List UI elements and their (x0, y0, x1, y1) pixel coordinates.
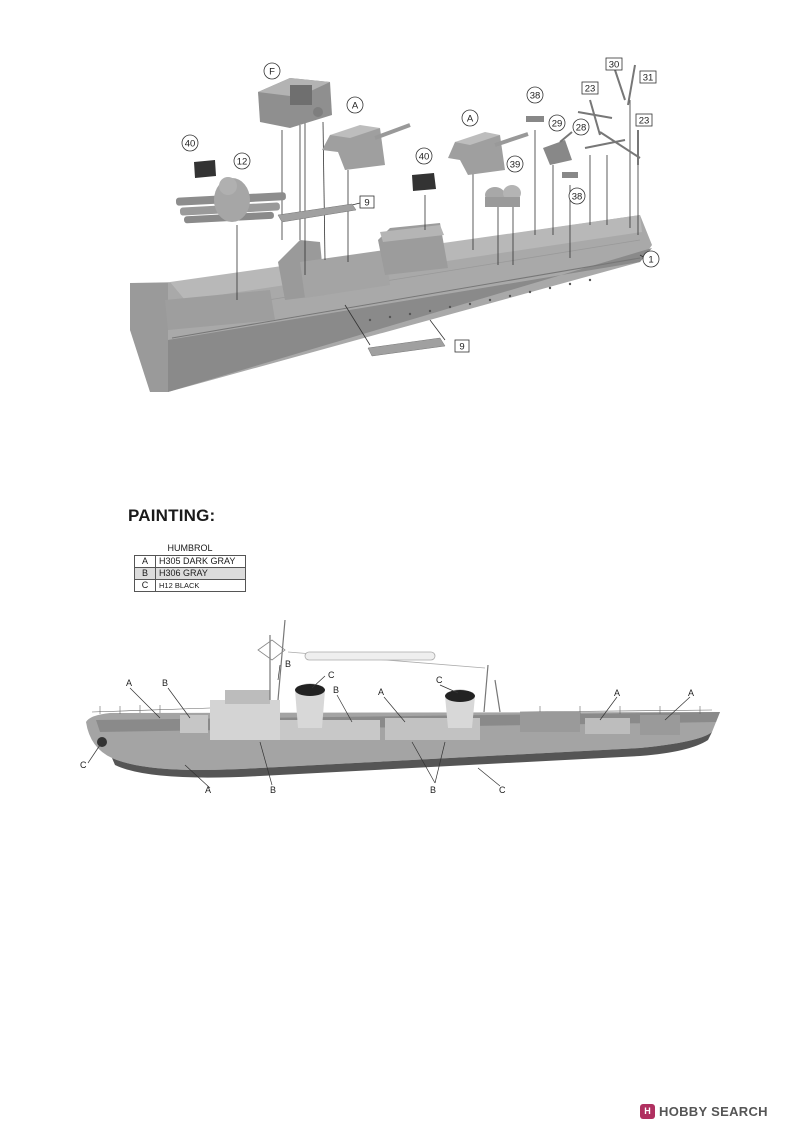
part-40-box (194, 160, 436, 191)
part-A-turret-fwd (322, 123, 411, 170)
callout-c-anchor: C (80, 760, 87, 770)
paint-name: H12 BLACK (155, 579, 246, 592)
assembly-callouts: F A A 40 40 12 9 9 38 38 39 29 28 23 23 … (181, 57, 660, 353)
callout-1: 1 (648, 255, 653, 266)
paint-code: A (134, 555, 156, 568)
portholes (368, 278, 592, 322)
callout-30: 30 (609, 60, 620, 71)
callout-a-aft-1: A (614, 688, 620, 698)
part-29-mount (543, 131, 573, 165)
callout-a-hull: A (205, 785, 211, 795)
paint-name: H306 GRAY (155, 567, 246, 580)
paint-brand: HUMBROL (167, 543, 213, 553)
watermark-text: HOBBY SEARCH (659, 1103, 768, 1119)
callout-c-funnel-aft: C (436, 675, 443, 685)
painted-hull (86, 712, 720, 778)
part-39-fittings (485, 185, 521, 207)
callout-F: F (269, 67, 275, 78)
painted-funnels (295, 683, 475, 728)
callout-38-lower: 38 (572, 192, 583, 203)
painted-masts (257, 619, 501, 713)
callout-b-bridge: B (270, 785, 276, 795)
superstructure (278, 223, 448, 300)
callout-12: 12 (237, 157, 248, 168)
callout-b-mast: B (285, 659, 291, 669)
callout-A-aft: A (467, 114, 474, 125)
callout-c-funnel-fwd: C (328, 670, 335, 680)
hobby-search-watermark: H HOBBY SEARCH (640, 1101, 768, 1121)
callout-40-fwd: 40 (185, 139, 196, 150)
callout-b-lower: B (430, 785, 436, 795)
callout-9-upper: 9 (364, 198, 369, 209)
callout-A-fwd: A (352, 101, 359, 112)
assembly-diagram: F A A 40 40 12 9 9 38 38 39 29 28 23 23 … (130, 57, 660, 392)
part-F-bridge (258, 78, 332, 128)
callout-b-mid: B (333, 685, 339, 695)
part-9-grating (277, 203, 446, 357)
callout-a-mid: A (378, 687, 384, 697)
paint-code: B (134, 567, 156, 580)
paint-row-A: A H305 DARK GRAY (134, 555, 246, 568)
painted-superstructure (180, 690, 680, 740)
callout-23-lower: 23 (639, 116, 650, 127)
hobby-search-logo-icon: H (640, 1103, 655, 1119)
callout-39: 39 (510, 160, 521, 171)
callout-23-upper: 23 (585, 84, 596, 95)
leader-lines (236, 100, 646, 346)
paint-color-table: HUMBROL A H305 DARK GRAY B H306 GRAY C H… (134, 541, 246, 592)
painting-callouts: B C A B B A C A A C A B B C (80, 659, 694, 795)
callout-a-aft-2: A (688, 688, 694, 698)
painting-leader-lines (87, 664, 691, 789)
part-38-fittings (526, 116, 578, 178)
callout-31: 31 (643, 73, 654, 84)
callout-38-upper: 38 (530, 91, 541, 102)
callout-9-lower: 9 (459, 342, 464, 353)
callout-b-bow-turret: B (162, 678, 168, 688)
painting-heading: PAINTING: (128, 506, 216, 525)
callout-c-waterline: C (499, 785, 506, 795)
part-A-turret-aft (448, 132, 529, 175)
part-12-torpedo-tubes (175, 177, 286, 224)
part-23-28-masts (577, 64, 641, 165)
callout-a-bow-deck: A (126, 678, 132, 688)
paint-code: C (134, 579, 156, 592)
paint-row-B: B H306 GRAY (134, 567, 246, 580)
paint-row-C: C H12 BLACK (134, 579, 246, 592)
callout-28: 28 (576, 123, 587, 134)
deck-railing (91, 705, 713, 714)
callout-40-aft: 40 (419, 152, 430, 163)
paint-name: H305 DARK GRAY (155, 555, 246, 568)
callout-29: 29 (552, 119, 563, 130)
